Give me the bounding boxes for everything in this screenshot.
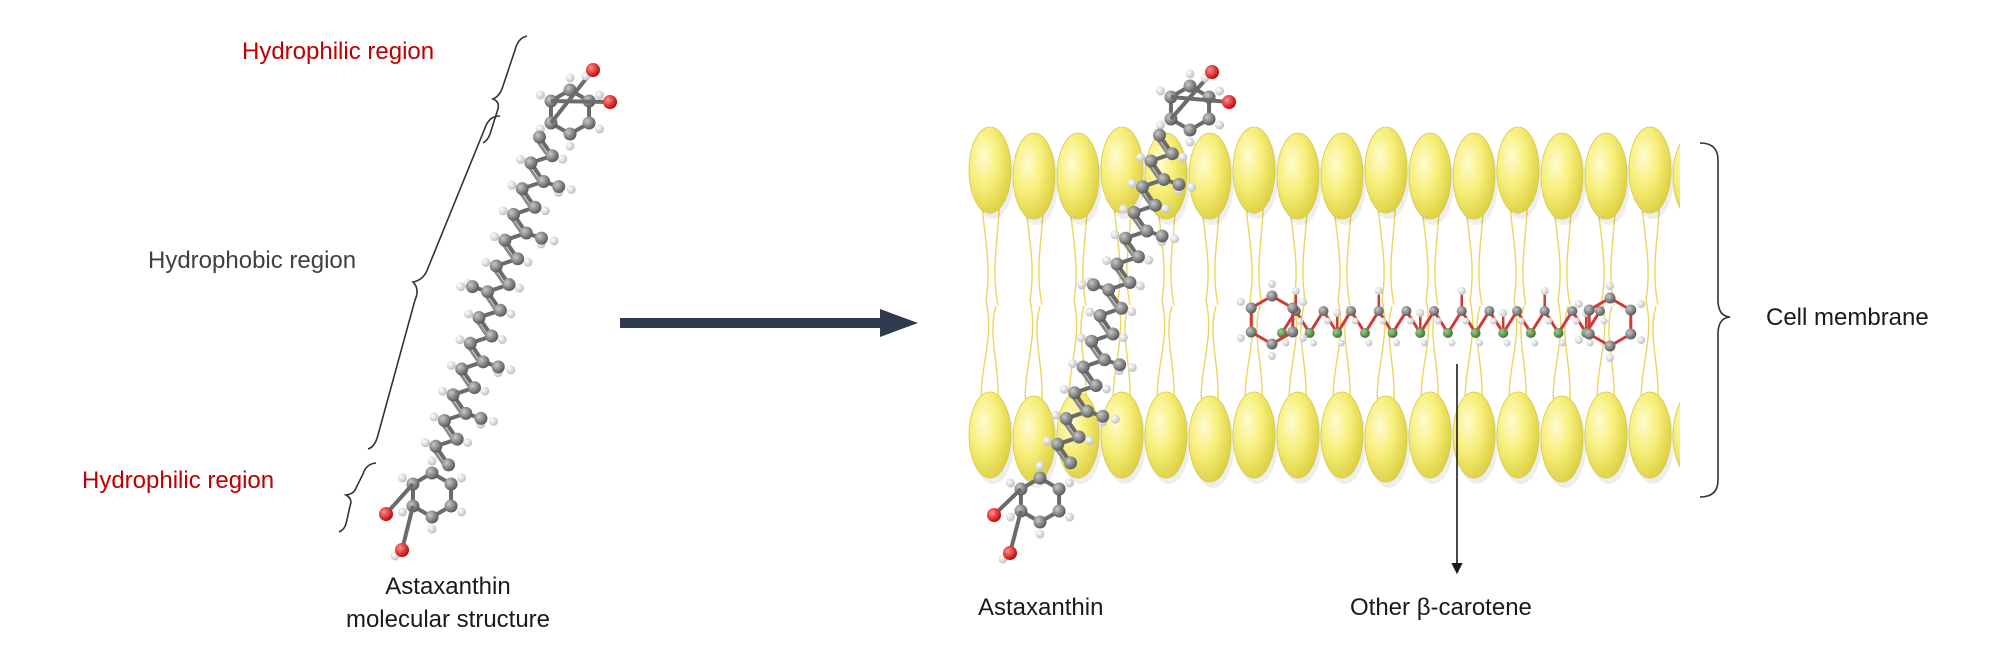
beta-carotene-label: Other β-carotene — [1350, 594, 1532, 621]
astaxanthin-molecule-left — [379, 63, 617, 561]
curly-brace-hydrophobic — [367, 115, 501, 450]
astaxanthin-label: Astaxanthin — [978, 594, 1104, 621]
curly-brace-hydrophilic-top — [482, 35, 528, 144]
curly-brace-hydrophilic-bottom — [338, 462, 377, 533]
cell-membrane-label: Cell membrane — [1766, 304, 1929, 331]
astaxanthin-structure-caption-line2: molecular structure — [345, 606, 551, 633]
curly-brace-cell-membrane — [1699, 142, 1731, 498]
astaxanthin-structure-caption-line1: Astaxanthin — [385, 573, 511, 600]
hydrophilic-region-top-label: Hydrophilic region — [242, 38, 435, 65]
astaxanthin-structure-caption: Astaxanthin molecular structure — [268, 570, 628, 636]
astaxanthin-molecule-membrane — [987, 65, 1236, 564]
right-arrow-icon — [620, 309, 918, 337]
beta-carotene-molecule — [1236, 280, 1646, 362]
hydrophobic-region-label: Hydrophobic region — [148, 247, 357, 274]
hydrophilic-region-bottom-label: Hydrophilic region — [82, 467, 275, 494]
